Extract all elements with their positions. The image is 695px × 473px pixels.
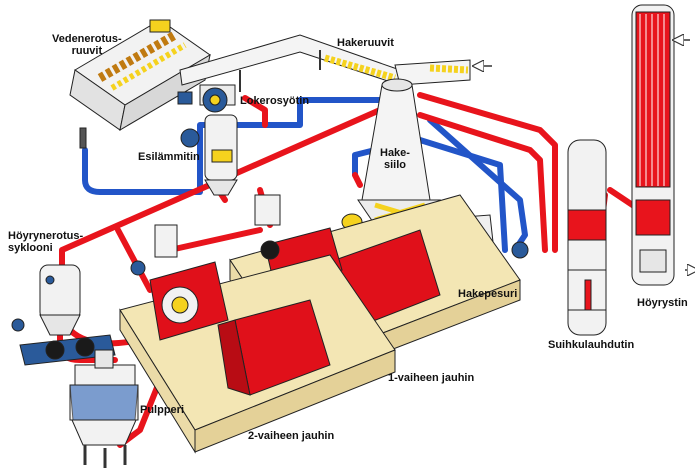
- label-spray-condenser: Suihkulauhdutin: [548, 339, 635, 351]
- label-steam-separation-cyclone: Höyrynerotus- syklooni: [8, 230, 83, 254]
- water-separation-screws: [69, 19, 211, 149]
- label-first-stage-refiner: 1-vaiheen jauhin: [388, 372, 475, 384]
- pocket-feeder: [177, 84, 236, 113]
- label-chip-screws: Hakeruuvit: [337, 37, 394, 49]
- label-chip-washer: Hakepesuri: [458, 288, 518, 300]
- label-line: ruuvit: [71, 45, 103, 57]
- chip-screw-conveyor: [179, 34, 471, 92]
- second-stage-refiner: [119, 224, 396, 454]
- label-line: Höyrynerotus-: [8, 230, 84, 242]
- pulper: [69, 349, 139, 468]
- label-line: syklooni: [8, 242, 53, 254]
- label-pulper: Pulpperi: [140, 404, 185, 416]
- label-line: Vedenerotus-: [52, 33, 122, 45]
- label-line: Hake-: [380, 147, 410, 159]
- label-preheater: Esilämmitin: [138, 151, 200, 163]
- label-pocket-feeder: Lokerosyötin: [240, 95, 310, 107]
- spray-condenser: [567, 139, 607, 336]
- label-evaporator: Höyrystin: [637, 297, 688, 309]
- discharge-screw: [11, 318, 116, 366]
- label-water-separation-screws: Vedenerotus- ruuvit: [52, 33, 122, 57]
- steam-separation-cyclone: [39, 264, 81, 336]
- evaporator: [631, 4, 675, 286]
- label-second-stage-refiner: 2-vaiheen jauhin: [248, 430, 335, 442]
- label-chip-silo: Hake- siilo: [380, 147, 410, 171]
- label-line: siilo: [383, 159, 406, 171]
- preheater: [180, 114, 238, 196]
